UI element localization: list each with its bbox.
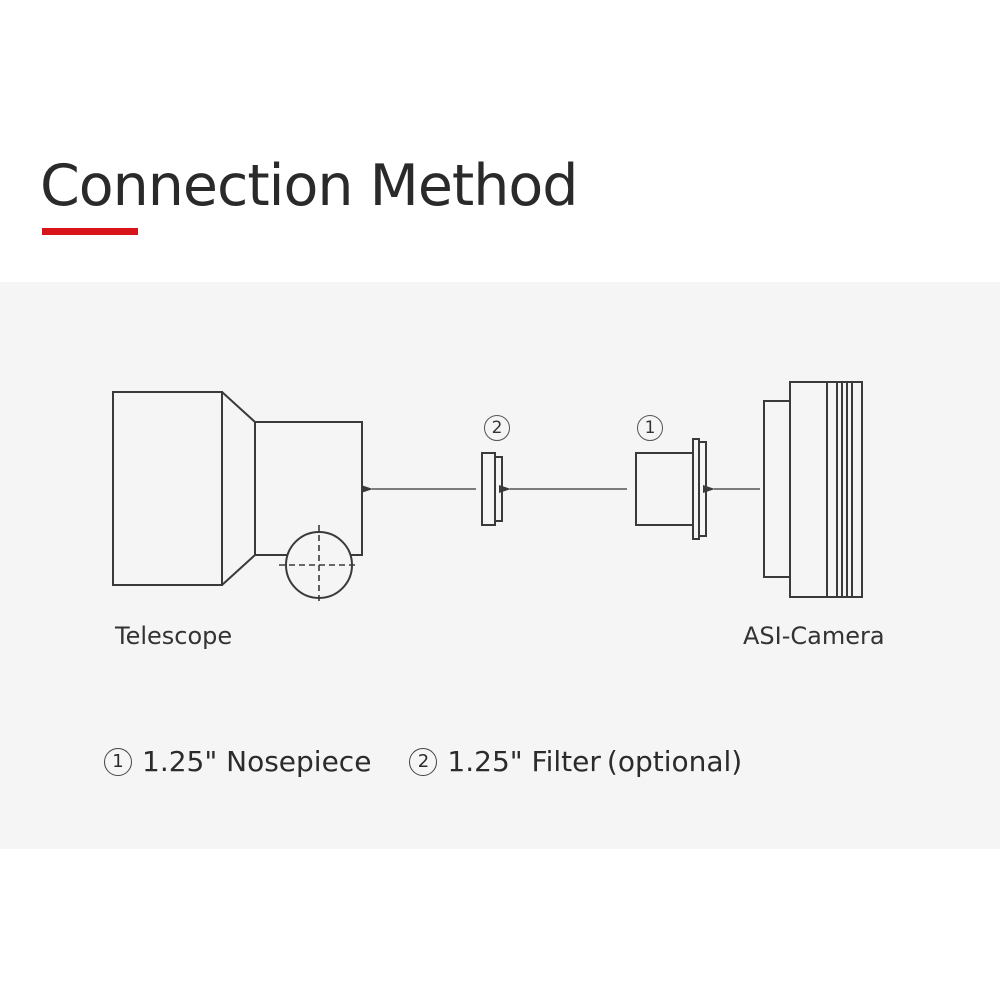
legend-item-filter: 2 1.25" Filter (optional) [409, 745, 742, 778]
camera-label: ASI-Camera [743, 622, 885, 650]
filter-marker: 2 [484, 415, 510, 441]
diagram-panel [0, 282, 1000, 849]
legend-item-nosepiece: 1 1.25" Nosepiece [104, 745, 371, 778]
nosepiece-drawing [635, 438, 707, 540]
title-underline [42, 228, 138, 235]
page-title: Connection Method [40, 153, 578, 219]
legend-text: 1.25" Nosepiece [142, 745, 372, 778]
legend: 1 1.25" Nosepiece 2 1.25" Filter (option… [104, 745, 742, 778]
telescope-drawing [112, 391, 363, 605]
legend-marker: 1 [104, 747, 132, 776]
telescope-label: Telescope [115, 622, 233, 650]
nosepiece-marker: 1 [637, 415, 663, 441]
camera-drawing [763, 381, 863, 598]
legend-marker: 2 [409, 747, 438, 776]
filter-drawing [481, 452, 503, 526]
legend-note: (optional) [606, 745, 743, 778]
legend-text: 1.25" Filter [447, 745, 601, 778]
